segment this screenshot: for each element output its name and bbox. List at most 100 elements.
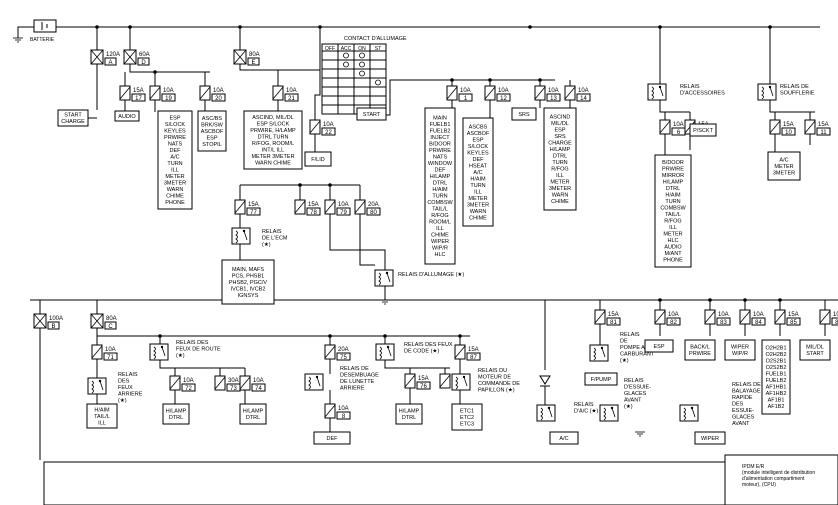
relay-contact [242, 229, 246, 233]
ignition-position-off: OFF [325, 46, 335, 52]
load-rear-fog-frame [86, 403, 118, 429]
fuse-element [354, 200, 366, 214]
fuse-element [214, 376, 226, 390]
relay-frame [536, 404, 556, 422]
relay-contact [768, 85, 772, 89]
fuse-number: 71 [107, 355, 114, 361]
fuse-number: 85 [790, 320, 797, 326]
load-back-l-frame [684, 339, 716, 361]
relay-contact [385, 271, 389, 275]
fuse-rating: 15A [468, 347, 479, 353]
relay-switch [691, 407, 696, 418]
fuse-number: 89 [835, 320, 838, 326]
fuse-number-box [786, 317, 801, 326]
fuse-element [484, 86, 496, 100]
load-fuse-76-frame [395, 403, 423, 425]
ignition-cell [353, 77, 371, 88]
fuse-number: 77 [250, 210, 257, 216]
fuse-number: 80 [370, 210, 377, 216]
relay-feux-arriere [87, 377, 107, 395]
wire [384, 360, 450, 369]
fuse-rating: 10A [253, 378, 264, 384]
junction-dot [743, 298, 747, 302]
fuse-number: 12 [500, 96, 507, 102]
ground-symbol [635, 431, 645, 437]
relay-coil [378, 272, 381, 286]
fusible-link-id-box [247, 57, 260, 66]
battery-symbol [33, 19, 57, 33]
fuse-number: 11 [820, 130, 827, 136]
relay-frame [375, 343, 395, 361]
relay-coil [153, 346, 156, 360]
relay-switch [769, 86, 774, 97]
fusible-link-rating: 120A [106, 52, 120, 58]
ignition-cell [353, 95, 371, 106]
fuse-number-box [666, 317, 681, 326]
relay-balayage [679, 404, 699, 422]
relay-frame [589, 344, 609, 362]
relay-coil [603, 407, 606, 421]
load-def-frame [313, 431, 351, 445]
load-audio: AUDIO [114, 110, 140, 122]
fuse-rating: 15A [308, 202, 319, 208]
fuse-element [272, 86, 284, 100]
ignition-cell [369, 59, 387, 70]
load-audio-frame [114, 110, 140, 122]
fuse-element [324, 200, 336, 214]
fuse-number-box [831, 317, 838, 326]
fuse-number: 82 [670, 320, 677, 326]
fuse-number: 17 [135, 96, 142, 102]
fuse-rating: 10A [323, 122, 334, 128]
ignition-cell [321, 104, 339, 115]
fuse-rating: 15A [818, 122, 829, 128]
fuse-number-box [416, 381, 431, 390]
load-fuse-19-frame [157, 110, 193, 210]
relay-frame [87, 377, 107, 395]
relay-switch [99, 380, 104, 391]
relay-frame [757, 83, 777, 101]
fuse-number-box [466, 352, 481, 361]
fuse-number: 19 [165, 96, 172, 102]
fuse-number: 81 [610, 320, 617, 326]
wire [314, 27, 321, 120]
load-srs-frame [511, 107, 537, 121]
fuse-number: 20 [215, 96, 222, 102]
fuse-element [659, 120, 671, 134]
ignition-contact-dot [375, 79, 381, 86]
fuse-number-box [606, 317, 621, 326]
junction-dot [238, 25, 242, 29]
fuse-number: 6 [677, 130, 681, 136]
relay-frame [599, 404, 619, 422]
load-start-text: START [363, 112, 381, 118]
relay-feux-route [149, 343, 169, 361]
wire [239, 64, 320, 71]
relay-contact [600, 346, 604, 350]
relay-feux-code [375, 343, 395, 361]
ground-symbol [380, 299, 390, 305]
ignition-position-on: ON [358, 46, 366, 52]
ignition-cell [321, 68, 339, 79]
fuse-rating: 10A [548, 88, 559, 94]
wires [17, 25, 838, 460]
ignition-cell [337, 59, 355, 70]
fuse-element [594, 310, 606, 324]
fuse-number: 8 [342, 414, 346, 420]
fuse-number-box [458, 93, 473, 102]
load-wiper: WIPER [694, 431, 726, 445]
fuse-number: 14 [580, 96, 587, 102]
